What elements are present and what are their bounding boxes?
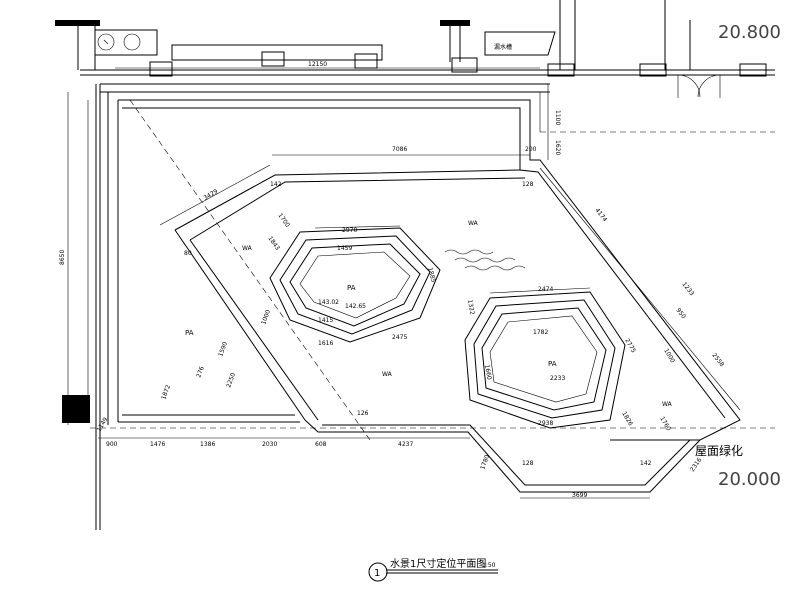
dim-1700: 1700: [276, 212, 291, 229]
drawing-scale: 1:50: [482, 562, 496, 569]
dim-2475: 2475: [392, 334, 407, 341]
dim-chain-0: 900: [106, 441, 118, 448]
dim-142-65: 142.65: [345, 303, 366, 310]
elevation-bottom: 20.000: [718, 469, 781, 490]
top-tag-label: 漏水槽: [494, 43, 512, 51]
dim-2474: 2474: [538, 286, 553, 293]
dim-2775: 2775: [623, 338, 637, 355]
dim-1459: 1459: [337, 245, 352, 252]
pond-1: [269, 227, 441, 343]
dim-1826: 1826: [620, 411, 634, 428]
wa-label-mid: WA: [382, 371, 393, 378]
dim-chain-4: 608: [315, 441, 327, 448]
dim-1590: 1590: [217, 341, 229, 358]
dim-142-b: 142: [640, 460, 652, 467]
dim-1885: 1885: [426, 267, 437, 284]
dim-1616: 1616: [318, 340, 333, 347]
wa-label-top: WA: [468, 220, 479, 227]
dim-chain-2: 1386: [200, 441, 215, 448]
dim-143-02: 143.02: [318, 299, 339, 306]
dim-2233: 2233: [550, 375, 565, 382]
dim-3699: 3699: [572, 492, 587, 499]
roof-green-label: 屋面绿化: [695, 443, 743, 458]
dim-2558: 2558: [710, 352, 725, 368]
dim-126: 126: [357, 410, 369, 417]
dim-chain-5: 4237: [398, 441, 413, 448]
wa-label-right: WA: [662, 401, 673, 408]
dim-1000: 1000: [662, 348, 676, 365]
elevation-top: 20.800: [718, 22, 781, 43]
title-block: [368, 562, 498, 582]
dim-200: 200: [525, 146, 537, 153]
dim-1233: 1233: [680, 281, 695, 297]
dim-2316: 2316: [689, 456, 704, 473]
dim-chain-1: 1476: [150, 441, 165, 448]
drawing-title: 水景1尺寸定位平面图: [390, 557, 486, 570]
dim-1843: 1843: [266, 235, 281, 252]
dim-2938: 2938: [538, 420, 553, 427]
dim-1780: 1780: [479, 454, 491, 471]
pa-label-pond2: PA: [548, 360, 557, 368]
dim-2250: 2250: [225, 372, 237, 389]
dim-right-1100: 1100: [554, 110, 561, 125]
dim-7086: 7086: [392, 146, 407, 153]
dim-2970: 2970: [342, 227, 357, 234]
dim-4174: 4174: [593, 207, 608, 223]
diagonal-path: [174, 169, 701, 493]
left-wall: [62, 84, 119, 530]
dim-right-1620: 1620: [554, 140, 561, 155]
dim-1760: 1760: [658, 416, 672, 433]
pa-label-left: PA: [185, 329, 194, 337]
dim-chain-3: 2030: [262, 441, 277, 448]
dim-142: 142: [270, 181, 282, 188]
dimension-lines: [67, 67, 741, 499]
water-ripples: [444, 249, 526, 271]
wa-label-left: WA: [242, 245, 253, 252]
dim-3429: 3429: [203, 188, 220, 202]
dim-950: 950: [674, 307, 687, 320]
top-building: [55, 0, 691, 70]
dim-1415: 1415: [318, 317, 333, 324]
dim-128-b: 128: [522, 460, 534, 467]
drawing-number: 1: [374, 568, 380, 579]
dim-128: 128: [522, 181, 534, 188]
dim-1782: 1782: [533, 329, 548, 336]
dim-1872: 1872: [160, 384, 172, 401]
dim-1322: 1322: [466, 299, 476, 315]
dim-1660: 1660: [483, 364, 493, 380]
pond-2: [464, 291, 626, 429]
dim-1000-b: 1000: [260, 309, 272, 326]
dim-left-height: 8650: [59, 250, 66, 265]
dim-1149: 1149: [96, 416, 110, 433]
pa-label-pond1: PA: [347, 284, 356, 292]
dim-top-width: 12150: [308, 61, 327, 68]
dim-276: 276: [195, 365, 206, 378]
dim-80: 80: [184, 250, 192, 257]
top-parapet: [80, 51, 775, 133]
